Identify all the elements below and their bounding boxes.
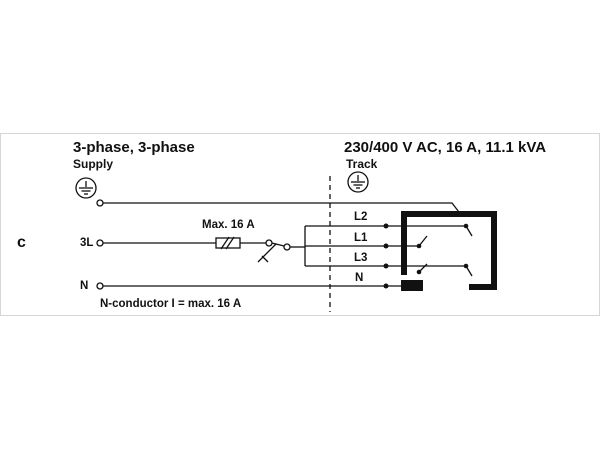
supply-n-terminal bbox=[96, 282, 104, 290]
phase-label-l1: L1 bbox=[354, 232, 368, 244]
switch-terminal-b bbox=[283, 243, 291, 251]
ground-icon bbox=[75, 177, 97, 199]
n-conductor-note: N-conductor I = max. 16 A bbox=[100, 298, 241, 310]
supply-earth-terminal bbox=[96, 199, 104, 207]
label-n: N bbox=[80, 280, 88, 292]
phase-label-n: N bbox=[355, 272, 363, 284]
track-subtitle: Track bbox=[346, 157, 378, 171]
phase-label-l3: L3 bbox=[354, 252, 367, 264]
track-profile bbox=[401, 211, 497, 291]
phase-label-l2: L2 bbox=[354, 211, 367, 223]
switch-symbol bbox=[257, 242, 285, 263]
panel-letter: c bbox=[17, 234, 26, 251]
switch-terminal-a bbox=[265, 239, 273, 247]
track-title: 230/400 V AC, 16 A, 11.1 kVA bbox=[344, 139, 546, 156]
fuse-symbol bbox=[215, 236, 241, 250]
supply-subtitle: Supply bbox=[73, 157, 113, 171]
supply-3l-terminal bbox=[96, 239, 104, 247]
ground-icon bbox=[347, 171, 369, 193]
track-contacts bbox=[383, 223, 473, 289]
label-3l: 3L bbox=[80, 237, 93, 249]
fuse-label: Max. 16 A bbox=[202, 219, 255, 231]
supply-title: 3-phase, 3-phase bbox=[73, 139, 195, 156]
